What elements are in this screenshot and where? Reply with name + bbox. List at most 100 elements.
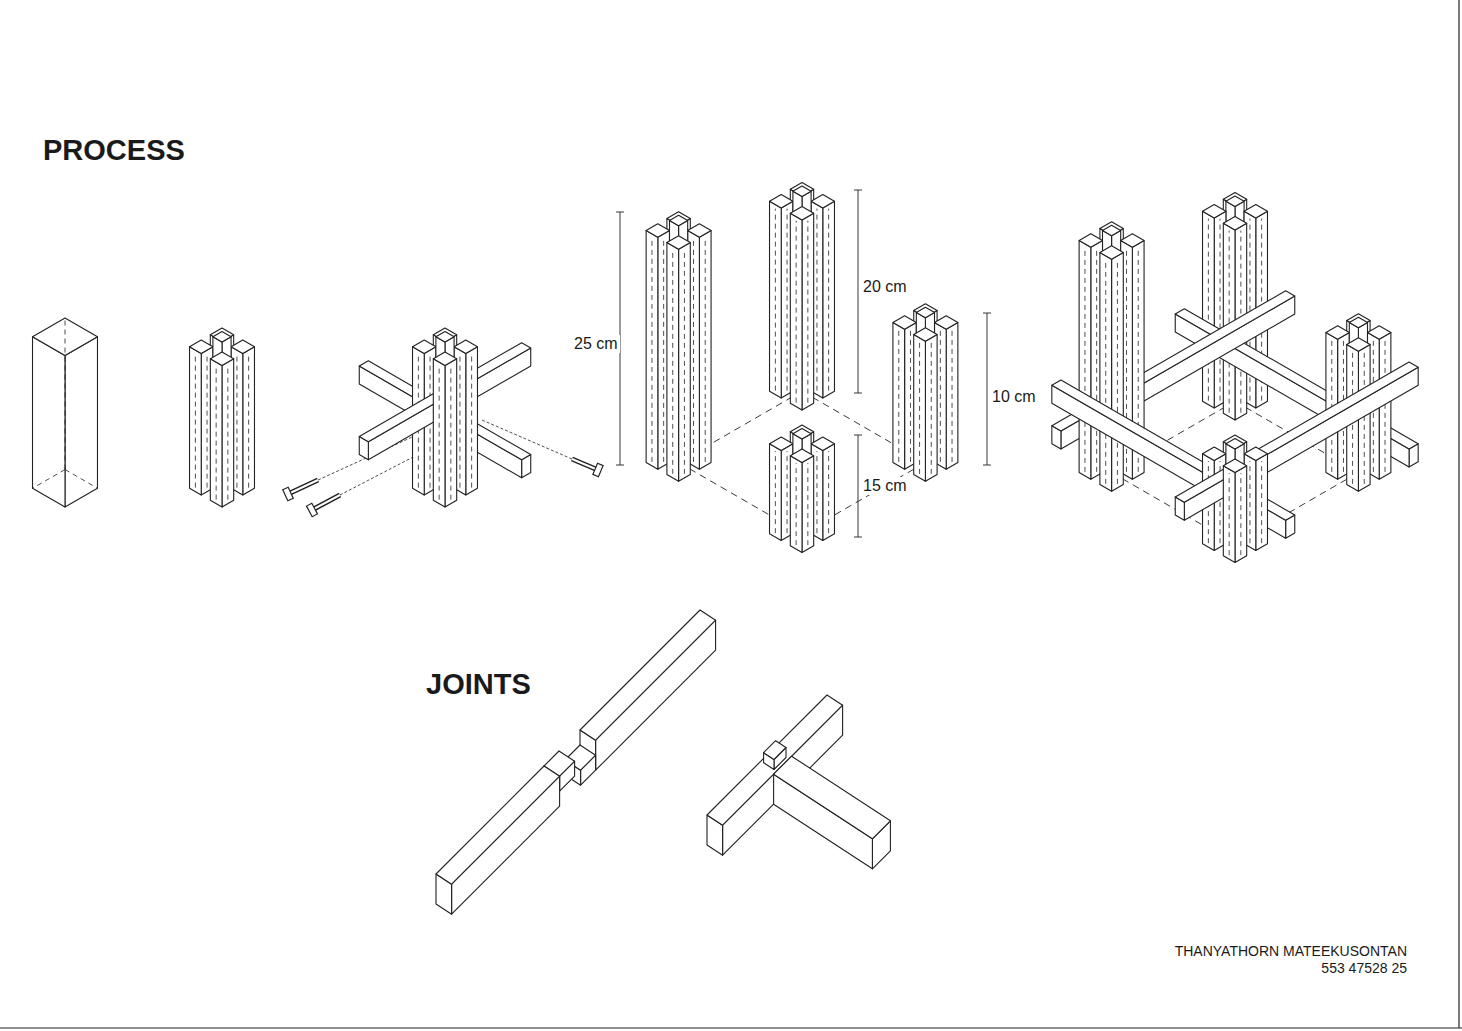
- timber-piece: [1100, 246, 1123, 492]
- piece-face: [646, 231, 658, 470]
- dimension-tick: [854, 537, 862, 538]
- piece-face: [774, 756, 891, 839]
- piece-face: [243, 347, 255, 495]
- hidden-line: [1105, 260, 1106, 484]
- dimension-tick: [983, 313, 991, 314]
- timber-piece: [1203, 205, 1226, 409]
- piece-face: [1256, 454, 1268, 551]
- bolt-shaft: [312, 495, 340, 510]
- frame-line: [0, 1027, 1462, 1028]
- piece-face: [667, 236, 690, 250]
- piece-face: [1112, 253, 1124, 492]
- hidden-line: [450, 366, 451, 500]
- hidden-line: [807, 463, 808, 545]
- piece-face: [1226, 196, 1244, 207]
- timber-piece: [454, 340, 477, 495]
- hidden-line: [952, 330, 953, 462]
- timber-piece: [580, 610, 716, 770]
- bolt-shaft: [288, 480, 318, 494]
- timber-piece: [436, 766, 560, 914]
- piece-face: [914, 335, 926, 482]
- frame-line: [1458, 0, 1459, 1028]
- hidden-line: [439, 366, 440, 500]
- piece-face: [1103, 225, 1121, 236]
- piece-face: [210, 352, 233, 366]
- piece-face: [790, 207, 813, 221]
- piece-face: [1244, 447, 1267, 461]
- dimension-label: 10 cm: [990, 388, 1038, 406]
- hidden-line: [459, 354, 460, 488]
- piece-face: [454, 340, 477, 354]
- piece-face: [793, 429, 811, 440]
- section-heading: PROCESS: [43, 134, 185, 167]
- piece-face: [790, 456, 802, 553]
- hidden-line: [931, 342, 932, 474]
- dimension-tick: [983, 465, 991, 466]
- hidden-line: [236, 354, 237, 488]
- piece-face: [811, 195, 834, 209]
- dimension-tick: [854, 190, 862, 191]
- hidden-line: [195, 354, 196, 488]
- timber-piece: [774, 756, 891, 869]
- piece-face: [823, 444, 835, 541]
- dimension-label: 20 cm: [861, 278, 909, 296]
- dimension-tick: [854, 393, 862, 394]
- hidden-line: [1249, 461, 1250, 543]
- hidden-line: [663, 238, 664, 462]
- column-set: [616, 183, 991, 553]
- piece-face: [596, 620, 716, 770]
- hidden-line: [919, 342, 920, 474]
- piece-face: [210, 359, 222, 507]
- piece-face: [33, 337, 65, 507]
- piece-face: [1184, 367, 1418, 520]
- piece-face: [811, 437, 834, 451]
- piece-face: [802, 213, 814, 410]
- piece-face: [1349, 317, 1367, 328]
- piece-face: [646, 224, 669, 238]
- hidden-line: [828, 451, 829, 533]
- piece-face: [802, 456, 814, 553]
- dimension-tick: [616, 212, 624, 213]
- hidden-line: [898, 330, 899, 462]
- timber-piece: [1079, 234, 1102, 480]
- hidden-line: [216, 366, 217, 500]
- hidden-line: [1096, 248, 1097, 472]
- hidden-line: [1385, 340, 1386, 472]
- timber-piece: [893, 316, 916, 470]
- hidden-line: [775, 451, 776, 533]
- bolt-head: [283, 487, 294, 500]
- splice-joint: [436, 610, 716, 914]
- piece-face: [914, 328, 937, 342]
- hidden-line: [207, 354, 208, 488]
- hidden-line: [1240, 473, 1241, 555]
- timber-piece: [770, 437, 793, 541]
- hidden-line: [248, 354, 249, 488]
- dimension-label: 15 cm: [861, 477, 909, 495]
- piece-face: [1079, 234, 1102, 248]
- assembled-frame: [1052, 193, 1418, 563]
- bolt-head: [307, 503, 318, 516]
- timber-piece: [811, 195, 834, 399]
- piece-face: [1175, 362, 1418, 502]
- hidden-line: [1364, 352, 1365, 484]
- piece-face: [1244, 205, 1267, 219]
- student-id: 553 47528 25: [1321, 960, 1407, 976]
- piece-face: [770, 195, 793, 209]
- timber-piece: [770, 195, 793, 399]
- dimension-line: [858, 435, 859, 537]
- piece-face: [790, 213, 802, 410]
- hidden-edge: [33, 470, 65, 489]
- timber-piece: [811, 437, 834, 541]
- hidden-line: [787, 451, 788, 533]
- piece-face: [916, 307, 934, 318]
- piece-face: [1223, 217, 1246, 231]
- piece-face: [213, 332, 231, 343]
- piece-face: [1203, 205, 1226, 219]
- timber-piece: [33, 318, 98, 507]
- piece-face: [1368, 326, 1391, 340]
- bolt-shaft: [312, 495, 340, 510]
- piece-face: [893, 316, 916, 330]
- piece-face: [667, 243, 679, 482]
- hidden-line: [1084, 248, 1085, 472]
- piece-face: [436, 332, 454, 343]
